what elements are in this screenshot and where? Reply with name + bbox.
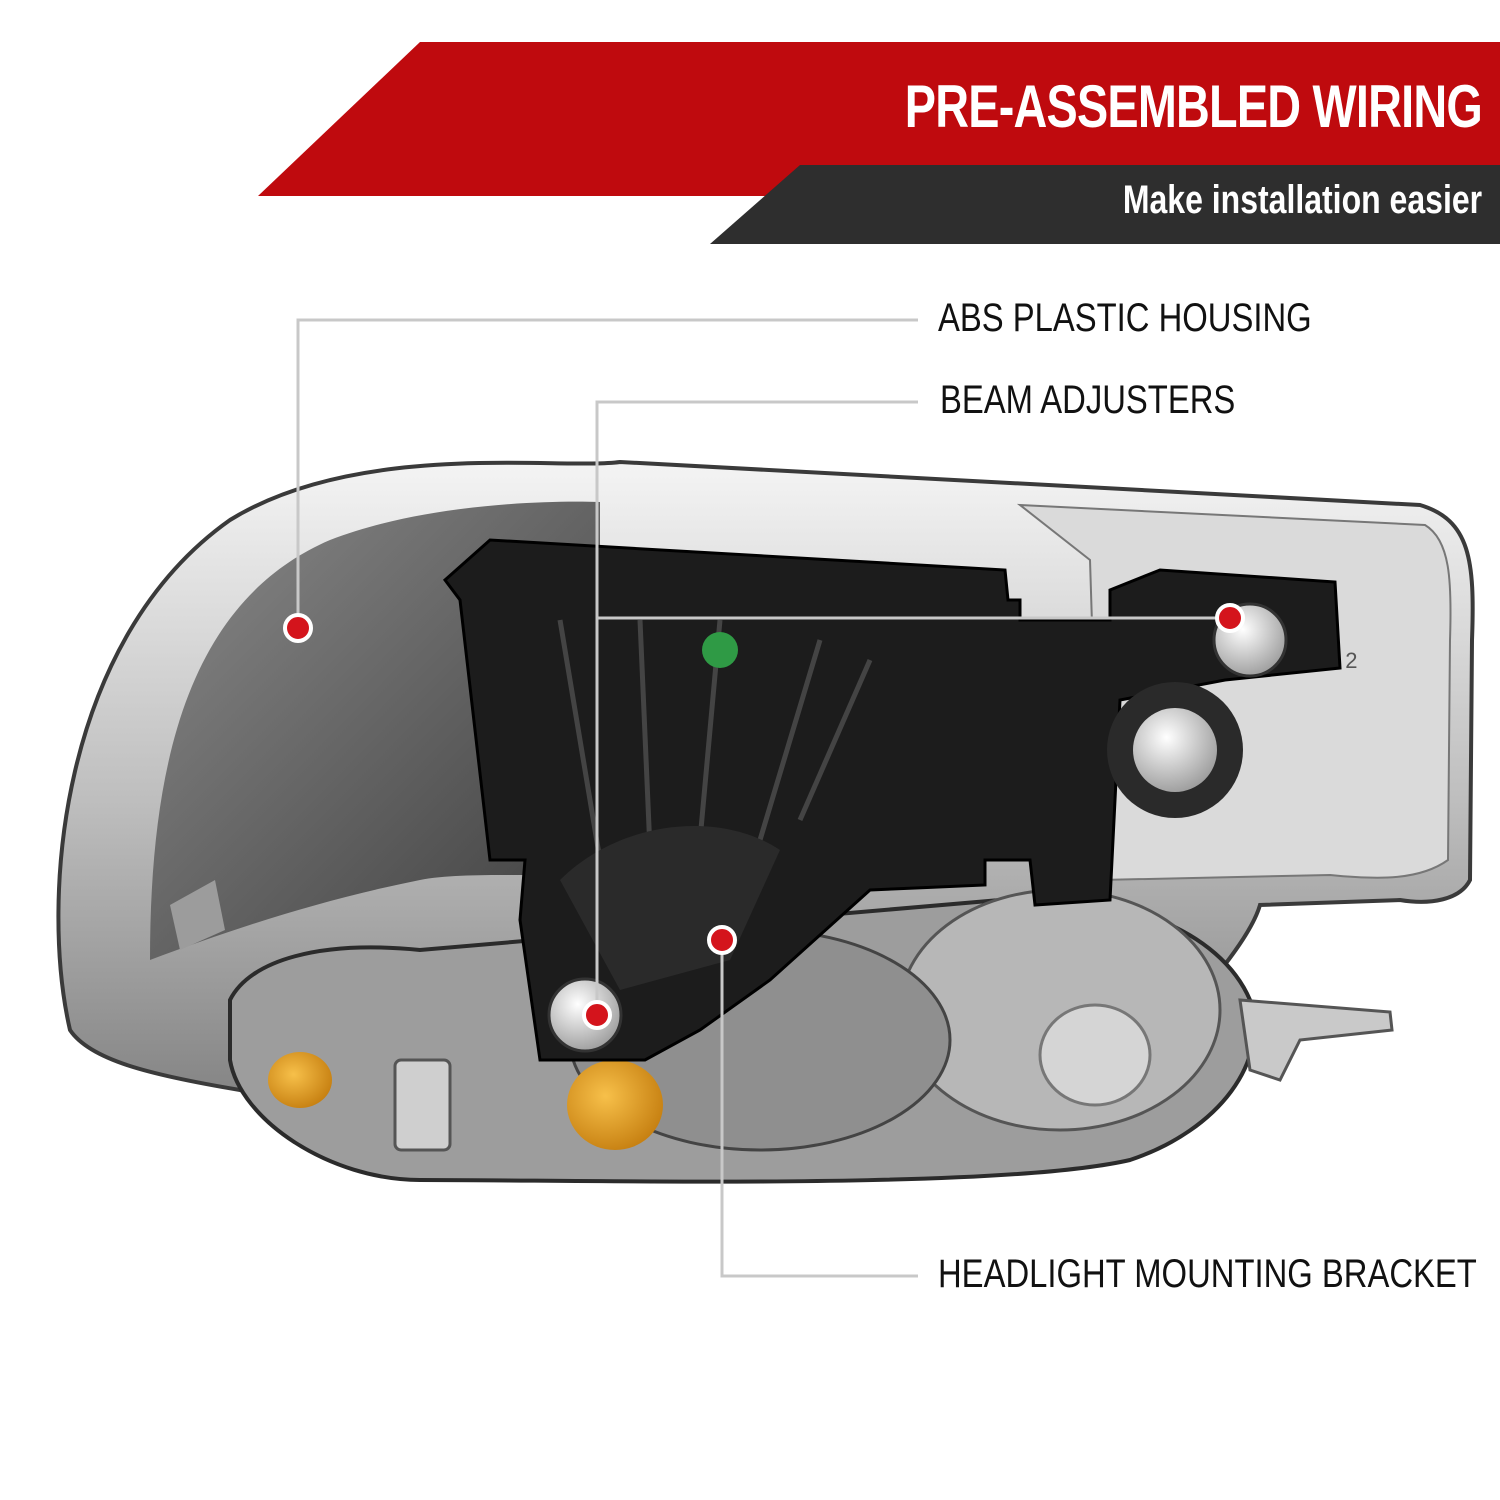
callout-label-housing: ABS PLASTIC HOUSING [938, 296, 1312, 340]
callout-label-adjusters: BEAM ADJUSTERS [940, 378, 1236, 422]
callout-label-bracket: HEADLIGHT MOUNTING BRACKET [938, 1252, 1477, 1296]
amber-bulb-left [268, 1052, 332, 1108]
adjuster-screw-bottom [547, 977, 623, 1053]
qc-sticker [702, 632, 738, 668]
rear-socket-bulb [1133, 708, 1217, 792]
socket-cap [1038, 1003, 1152, 1107]
dark-banner-shape [710, 165, 1500, 244]
amber-bulb-center [567, 1060, 663, 1150]
red-banner-shape [258, 42, 1500, 196]
side-clip [393, 1058, 452, 1152]
wiring-bracket [1238, 998, 1394, 1082]
header-banner [258, 42, 1500, 244]
banner-title: PRE-ASSEMBLED WIRING [904, 73, 1483, 140]
housing-tab [170, 880, 225, 950]
adjuster-screw-top [1212, 602, 1288, 678]
banner-subtitle: Make installation easier [1122, 178, 1482, 222]
